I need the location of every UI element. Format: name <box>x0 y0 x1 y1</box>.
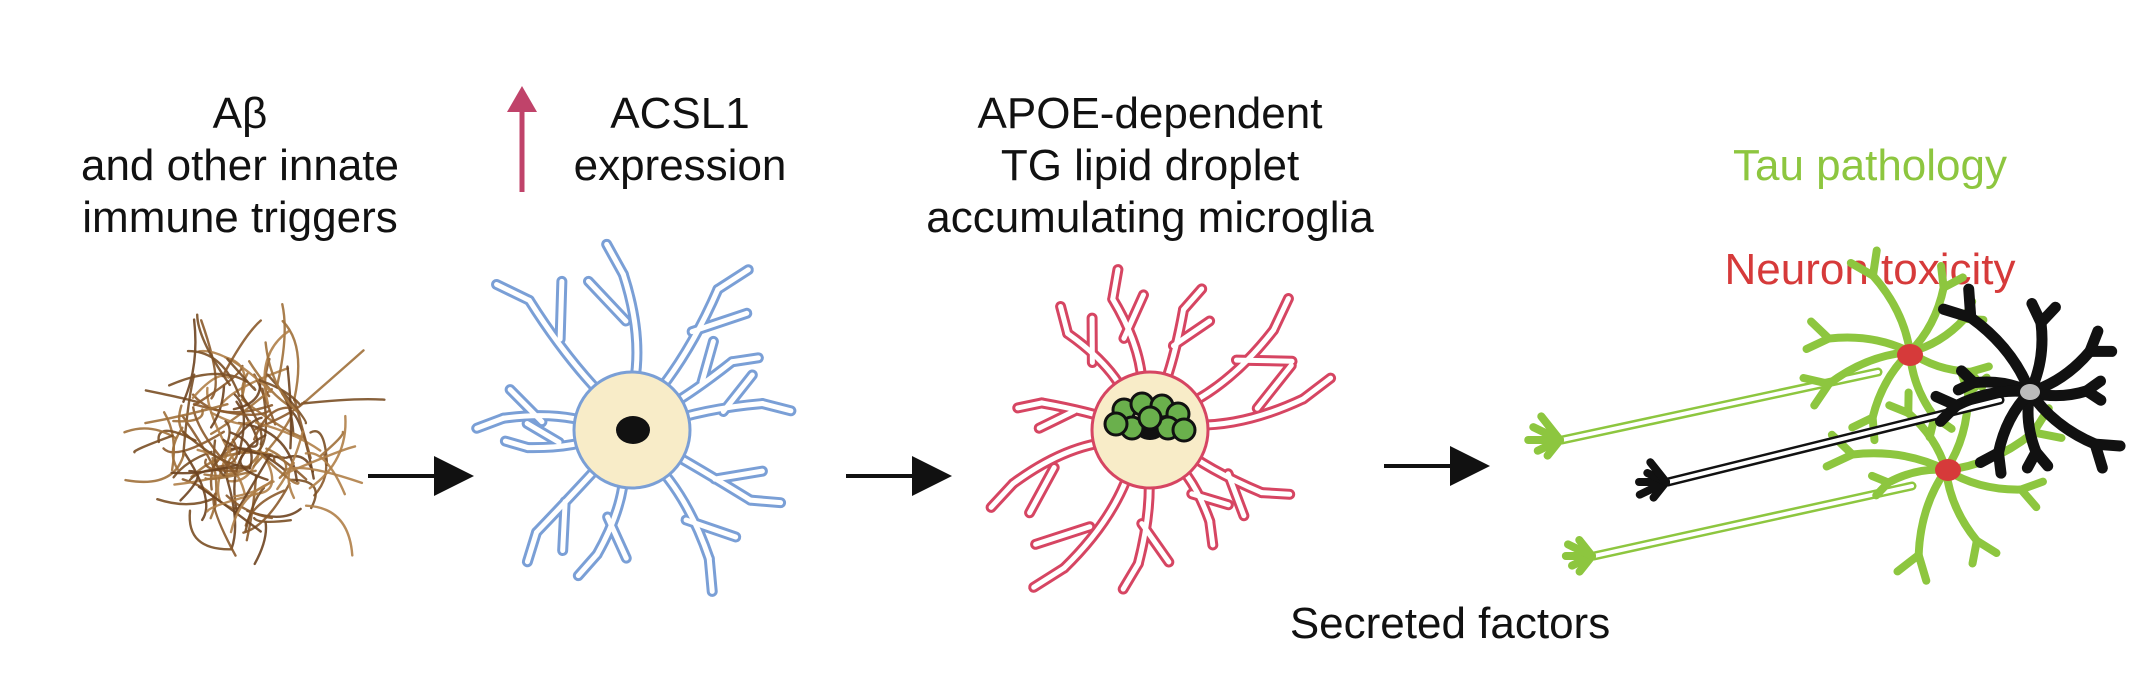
neuron-cluster-icon <box>1524 246 2126 585</box>
tau-pathology-label: Tau pathology <box>1733 141 2007 190</box>
amyloid-plaque-icon <box>123 303 386 566</box>
apoe-microglia-label: APOE-dependent TG lipid droplet accumula… <box>926 89 1374 242</box>
up-arrow-icon <box>507 86 537 192</box>
outcome-label: Tau pathology Neuron toxicity <box>1660 88 2080 348</box>
abeta-trigger-label: Aβ and other innate immune triggers <box>80 89 400 242</box>
neuron-toxicity-label: Neuron toxicity <box>1724 245 2016 294</box>
secreted-factors-label: Secreted factors <box>1289 599 1611 648</box>
microglia-blue-icon <box>471 238 797 597</box>
acsl1-expression-label: ACSL1 expression <box>573 89 787 190</box>
microglia-lipid-droplet-icon <box>985 264 1337 595</box>
